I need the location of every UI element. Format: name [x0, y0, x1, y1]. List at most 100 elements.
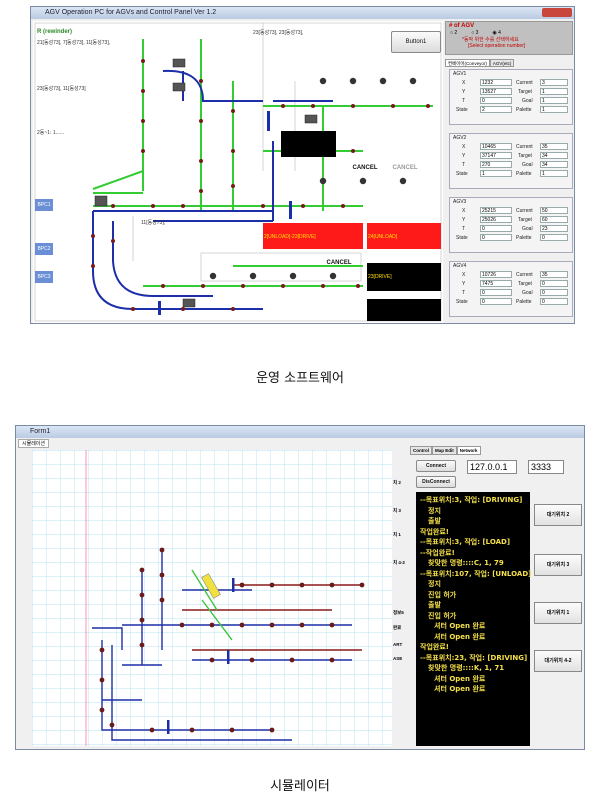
- tab-network[interactable]: Network: [456, 446, 481, 455]
- agv3-goal[interactable]: 23: [540, 225, 568, 232]
- agv2-state[interactable]: 1: [480, 170, 512, 177]
- agv4-y[interactable]: 7475: [480, 280, 512, 287]
- radio-2[interactable]: ○ 2: [450, 30, 458, 36]
- agv4-t[interactable]: 0: [480, 289, 512, 296]
- agv1-state[interactable]: 2: [480, 106, 512, 113]
- agv3-panel: AGV3 X 25215 Y 25026 T 0 State 0 Current…: [449, 197, 573, 253]
- log-line: 정지: [428, 506, 441, 515]
- agv3-state[interactable]: 0: [480, 234, 512, 241]
- agv2-palette-label: Palette: [516, 171, 532, 177]
- agv1-y[interactable]: 13527: [480, 88, 512, 95]
- agv4-goal-label: Goal: [522, 290, 533, 296]
- disconnect-button[interactable]: DisConnect: [416, 476, 456, 488]
- agv1-target[interactable]: 1: [540, 88, 568, 95]
- agv1-x-label: X: [462, 80, 466, 86]
- edge-label-7[interactable]: ART: [393, 642, 403, 647]
- edge-label-8[interactable]: ASE: [393, 656, 403, 661]
- black-status-block: [281, 131, 336, 157]
- edge-label-2[interactable]: 치 3: [393, 508, 401, 513]
- agv2-goal-label: Goal: [522, 162, 533, 168]
- agv2-goal[interactable]: 34: [540, 161, 568, 168]
- agv1-t-label: T: [462, 98, 466, 104]
- edge-label-4[interactable]: 치 4-2: [393, 560, 405, 565]
- cancel-button-3[interactable]: CANCEL: [326, 260, 352, 266]
- radio-3[interactable]: ○ 3: [471, 30, 479, 36]
- simulator-map-svg: [32, 450, 406, 746]
- agv4-y-label: Y: [462, 281, 466, 287]
- agv4-palette-label: Palette: [516, 299, 532, 305]
- agv1-name: AGV1: [453, 71, 467, 77]
- agv-panels: AGV1 X 1232 Y 13527 T 0 State 2 Current …: [449, 69, 573, 323]
- bpc3[interactable]: BPC3: [35, 271, 53, 283]
- tab-map-edit[interactable]: Map Edit: [432, 446, 457, 455]
- agv2-palette[interactable]: 1: [540, 170, 568, 177]
- agv3-t[interactable]: 0: [480, 225, 512, 232]
- agv1-y-label: Y: [462, 89, 466, 95]
- edge-label-3[interactable]: 치 1: [393, 532, 401, 537]
- agv3-target-label: Target: [518, 217, 532, 223]
- agv-count-header: # of AGV: [449, 23, 475, 29]
- agv1-t[interactable]: 0: [480, 97, 512, 104]
- wait-position-4-2-button[interactable]: 대기위치 4-2: [534, 650, 582, 672]
- tab-conveyor[interactable]: 컨베이어(Conveyor): [445, 59, 490, 67]
- agv3-y-label: Y: [462, 217, 466, 223]
- agv4-palette[interactable]: 0: [540, 298, 568, 305]
- ip-input[interactable]: 127.0.0.1: [467, 460, 517, 474]
- agv1-goal[interactable]: 1: [540, 97, 568, 104]
- tab-agv[interactable]: AGV(etc): [489, 59, 515, 67]
- wait-position-1-button[interactable]: 대기위치 1: [534, 602, 582, 624]
- agv2-x[interactable]: 10465: [480, 143, 512, 150]
- agv4-t-label: T: [462, 290, 466, 296]
- edge-label-1[interactable]: 치 2: [393, 480, 401, 485]
- agv2-current[interactable]: 35: [540, 143, 568, 150]
- agv3-y[interactable]: 25026: [480, 216, 512, 223]
- simulator-map: [32, 450, 406, 746]
- map-label-mid: 11[동성73],: [141, 220, 166, 226]
- tab-control[interactable]: Control: [410, 446, 432, 455]
- simulator-title-bar: Form1: [16, 426, 584, 438]
- agv3-state-label: State: [456, 235, 468, 241]
- agv1-x[interactable]: 1232: [480, 79, 512, 86]
- port-input[interactable]: 3333: [528, 460, 564, 474]
- radio-4[interactable]: ◉ 4: [492, 30, 501, 36]
- agv4-goal[interactable]: 0: [540, 289, 568, 296]
- agv1-current[interactable]: 3: [540, 79, 568, 86]
- agv4-x[interactable]: 10726: [480, 271, 512, 278]
- right-tabs: 컨베이어(Conveyor) AGV(etc): [445, 59, 573, 67]
- bpc2[interactable]: BPC2: [35, 243, 53, 255]
- edge-label-5[interactable]: 정보5: [393, 610, 404, 615]
- status-bar-4: [367, 299, 441, 321]
- bpc1[interactable]: BPC1: [35, 199, 53, 211]
- cancel-button-1[interactable]: CANCEL: [352, 165, 378, 171]
- agv3-x[interactable]: 25215: [480, 207, 512, 214]
- window-controls[interactable]: [542, 8, 572, 17]
- log-line: 셔터 Open 완료: [434, 674, 486, 683]
- log-line: --목표위치:107, 작업: [UNLOAD]: [420, 569, 532, 578]
- agv1-goal-label: Goal: [522, 98, 533, 104]
- factory-map: R (rewinder) 21[동성73], 7[동성73], 11[동성73]…: [33, 21, 443, 323]
- agv2-y[interactable]: 37147: [480, 152, 512, 159]
- wait-position-3-button[interactable]: 대기위치 3: [534, 554, 582, 576]
- button1[interactable]: Button1: [391, 31, 441, 53]
- cancel-button-2[interactable]: CANCEL: [392, 165, 418, 171]
- simulator-tab[interactable]: 시뮬레이션: [18, 439, 50, 448]
- agv4-state-label: State: [456, 299, 468, 305]
- agv3-palette[interactable]: 0: [540, 234, 568, 241]
- wait-position-2-button[interactable]: 대기위치 2: [534, 504, 582, 526]
- agv2-t[interactable]: 270: [480, 161, 512, 168]
- log-line: --목표위치:3, 작업: [DRIVING]: [420, 496, 523, 504]
- edge-label-6[interactable]: 완료: [393, 625, 402, 630]
- agv2-target[interactable]: 34: [540, 152, 568, 159]
- bpc2-label: BPC2: [37, 246, 51, 252]
- agv3-target[interactable]: 60: [540, 216, 568, 223]
- agv4-state[interactable]: 0: [480, 298, 512, 305]
- agv2-y-label: Y: [462, 153, 466, 159]
- agv3-current[interactable]: 50: [540, 207, 568, 214]
- connect-button[interactable]: Connect: [416, 460, 456, 472]
- agv1-palette[interactable]: 1: [540, 106, 568, 113]
- agv4-current[interactable]: 35: [540, 271, 568, 278]
- agv4-target[interactable]: 0: [540, 280, 568, 287]
- agv2-target-label: Target: [518, 153, 532, 159]
- radio-3-label: 3: [475, 30, 479, 36]
